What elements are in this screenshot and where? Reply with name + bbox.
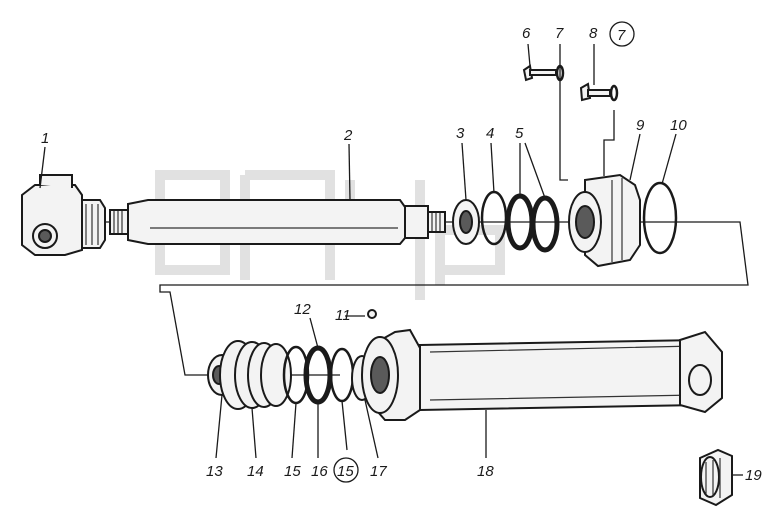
part-4-ring (480, 190, 508, 246)
callout-labels: 1 2 3 4 5 6 7 8 7 9 10 11 12 13 14 15 16… (41, 21, 762, 484)
callout-6: 6 (522, 25, 531, 42)
callout-15: 15 (284, 463, 301, 480)
callout-10: 10 (670, 117, 687, 134)
callout-12: 12 (294, 301, 311, 318)
callout-13: 13 (206, 463, 223, 480)
callout-1: 1 (41, 130, 49, 147)
part-14-piston (219, 340, 292, 410)
part-18-cylinder-body (361, 328, 723, 421)
part-2-piston-rod (109, 199, 446, 245)
part-19-bushing (699, 448, 733, 507)
callout-7: 7 (555, 25, 564, 42)
part-3-nut (452, 199, 480, 245)
callout-3: 3 (456, 125, 465, 142)
part-9-gland (568, 173, 641, 268)
callout-8: 8 (589, 25, 598, 42)
part-10-o-ring (642, 181, 678, 255)
part-6-bolt (522, 64, 557, 82)
part-11-screw (367, 309, 377, 319)
leader-lines (39, 43, 743, 476)
callout-11: 11 (335, 307, 351, 324)
callout-18: 18 (477, 463, 494, 480)
assembly-axis (60, 221, 749, 376)
callout-14: 14 (247, 463, 264, 480)
callout-9: 9 (636, 117, 645, 134)
callout-5: 5 (515, 125, 524, 142)
callout-7-circled: 7 (617, 27, 626, 44)
callout-4: 4 (486, 125, 494, 142)
callout-2: 2 (343, 127, 353, 144)
callout-19: 19 (745, 467, 762, 484)
callout-17: 17 (370, 463, 387, 480)
part-8-bolt (579, 82, 619, 102)
part-1-clevis (21, 174, 106, 256)
callout-15-circled: 15 (337, 463, 354, 480)
callout-15-circle (333, 457, 359, 483)
callout-7-circle (609, 21, 635, 47)
callout-16: 16 (311, 463, 328, 480)
part-5-seals (505, 193, 560, 253)
